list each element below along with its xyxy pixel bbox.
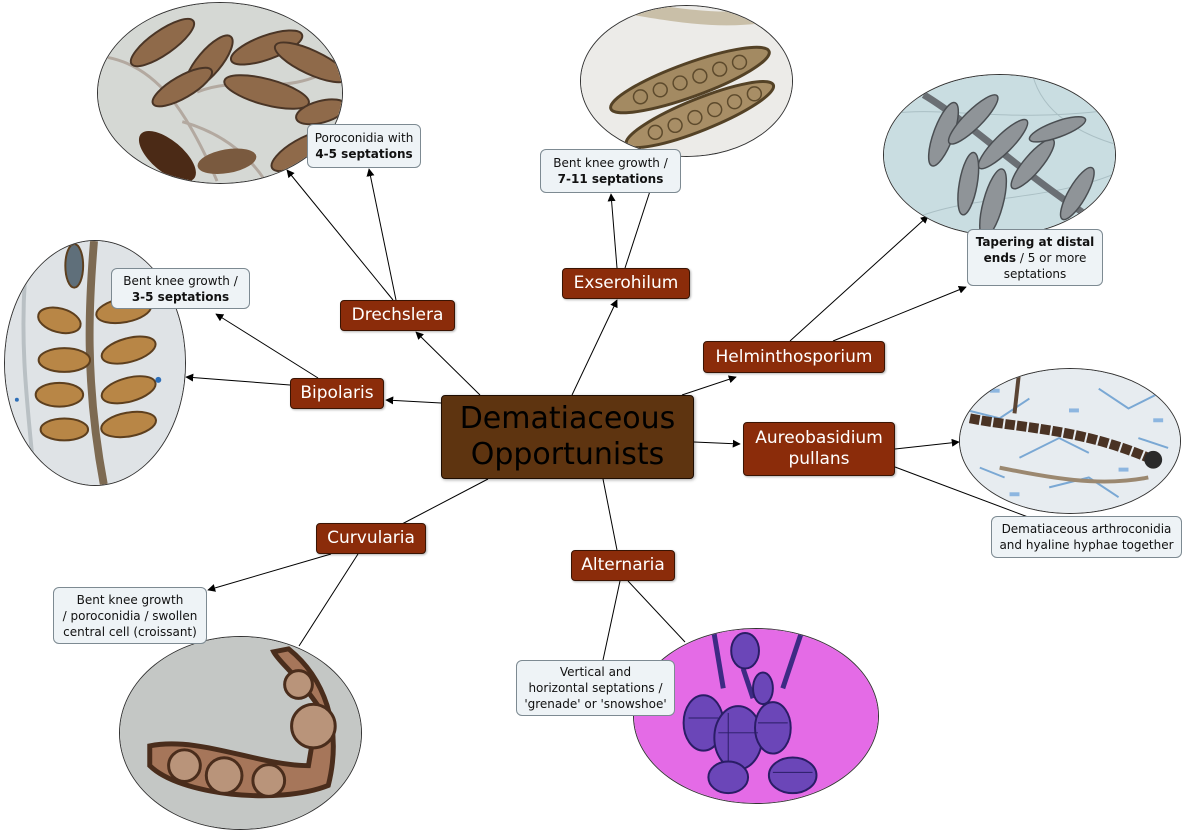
node-helminthosporium-label: Helminthosporium [715, 346, 873, 367]
edge-bipolaris-note [215, 313, 319, 379]
curvularia-note-line1: Bent knee growth [76, 592, 184, 607]
bipolaris-note-plain: Bent knee growth / [123, 273, 238, 288]
edge-center-curvularia [401, 478, 489, 525]
aureobasidium-note: Dematiaceous arthroconidia and hyaline h… [991, 516, 1182, 558]
node-curvularia: Curvularia [316, 523, 426, 554]
alternaria-note: Vertical and horizontal septations / 'gr… [516, 660, 675, 716]
edge-drechslera-note [366, 168, 397, 301]
aureobasidium-note-line1: Dematiaceous arthroconidia [1001, 522, 1172, 536]
edge-center-bipolaris [385, 396, 442, 405]
drechslera-note-plain: Poroconidia with [314, 131, 414, 145]
exserohilum-micrograph [580, 5, 793, 157]
node-curvularia-label: Curvularia [327, 528, 415, 548]
edge-drechslera-photo [286, 169, 394, 301]
edge-center-helminthosporium [681, 375, 737, 396]
node-drechslera: Drechslera [340, 300, 455, 331]
exserohilum-note: Bent knee growth / 7-11 septations [540, 149, 681, 193]
central-topic-line2: Opportunists [470, 437, 665, 472]
helminthosporium-note-plain-3: septations [1003, 266, 1067, 281]
edge-center-aureobasidium [693, 439, 741, 448]
alternaria-note-line2: horizontal septations / [528, 681, 663, 695]
exserohilum-note-plain: Bent knee growth / [553, 156, 668, 170]
node-alternaria: Alternaria [571, 550, 675, 581]
node-aureobasidium-label-2: pullans [788, 449, 850, 469]
helminthosporium-note-bold-1: Tapering at distal [975, 234, 1095, 249]
aureobasidium-note-line2: and hyaline hyphae together [999, 538, 1174, 552]
alternaria-note-line3: 'grenade' or 'snowshoe' [524, 697, 667, 711]
edge-aureobasidium-note [894, 466, 1029, 518]
helminthosporium-note-plain: / 5 or more [1016, 250, 1087, 265]
edge-curvularia-note [207, 553, 332, 592]
edge-bipolaris-photo [185, 373, 291, 386]
curvularia-note-line2: / poroconidia / swollen [62, 608, 198, 623]
edge-alternaria-photo [627, 580, 686, 643]
node-drechslera-label: Drechslera [351, 305, 444, 325]
edge-helminthosporium-photo [789, 215, 929, 342]
drechslera-note: Poroconidia with 4-5 septations [307, 124, 421, 168]
node-alternaria-label: Alternaria [581, 555, 665, 575]
edge-curvularia-photo [298, 553, 359, 647]
node-aureobasidium: Aureobasidium pullans [743, 422, 895, 476]
node-bipolaris-label: Bipolaris [300, 383, 374, 403]
edge-center-alternaria [602, 478, 618, 551]
helminthosporium-note-bold-2: ends [983, 250, 1017, 265]
edge-center-exserohilum [571, 299, 618, 396]
aureobasidium-micrograph [959, 368, 1181, 514]
edge-exserohilum-note [607, 193, 618, 269]
bipolaris-note-bold: 3-5 septations [131, 289, 230, 304]
node-bipolaris: Bipolaris [290, 378, 384, 409]
alternaria-micrograph [633, 628, 879, 804]
edge-center-drechslera [415, 331, 481, 396]
drechslera-note-bold: 4-5 septations [315, 147, 413, 161]
node-helminthosporium: Helminthosporium [703, 341, 885, 373]
alternaria-note-line1: Vertical and [559, 665, 632, 679]
node-aureobasidium-label-1: Aureobasidium [755, 428, 883, 448]
drechslera-micrograph [97, 2, 343, 184]
node-exserohilum: Exserohilum [562, 268, 690, 299]
node-exserohilum-label: Exserohilum [573, 273, 679, 293]
curvularia-micrograph [119, 636, 362, 830]
curvularia-note: Bent knee growth / poroconidia / swollen… [53, 587, 207, 644]
curvularia-note-line3: central cell (croissant) [63, 624, 197, 639]
edge-exserohilum-photo [624, 187, 652, 269]
edge-alternaria-note [602, 580, 621, 661]
central-topic-dematiaceous-opportunists: Dematiaceous Opportunists [441, 395, 694, 479]
edge-helminthosporium-note [832, 286, 967, 342]
helminthosporium-micrograph [883, 74, 1116, 236]
edge-aureobasidium-photo [894, 438, 960, 450]
helminthosporium-note: Tapering at distal ends / 5 or more sept… [967, 229, 1103, 286]
bipolaris-note: Bent knee growth / 3-5 septations [111, 268, 250, 309]
exserohilum-note-bold: 7-11 septations [557, 172, 664, 186]
central-topic-line1: Dematiaceous [459, 401, 676, 436]
